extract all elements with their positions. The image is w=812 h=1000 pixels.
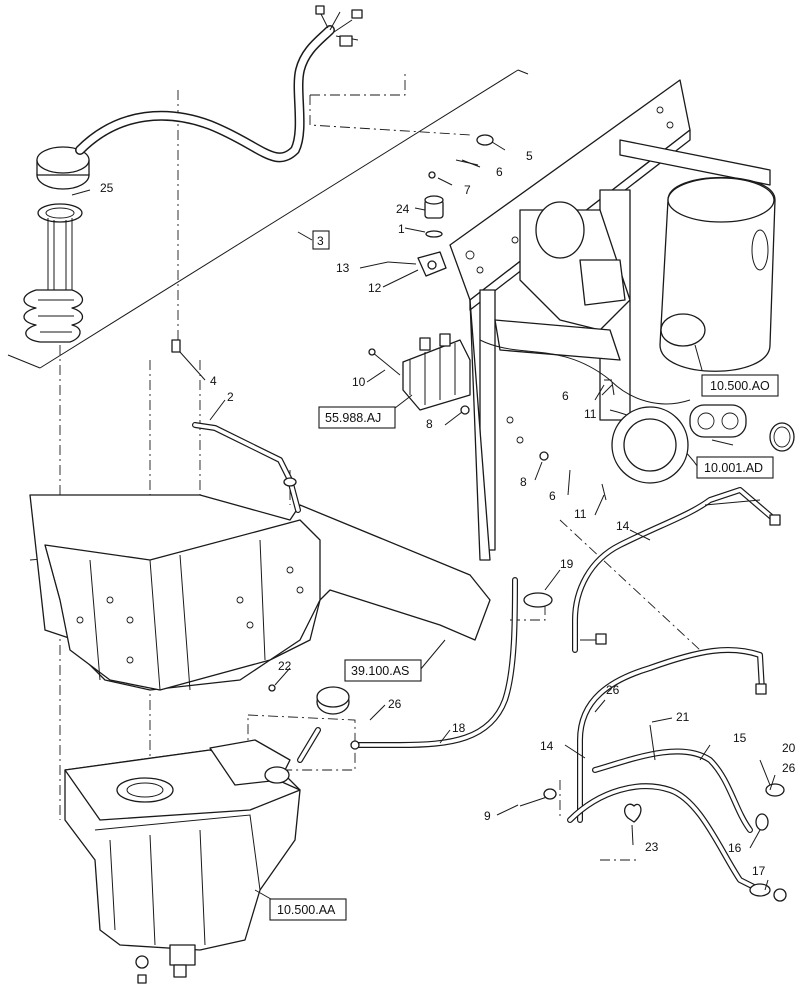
ref-10500aa: 10.500.AA xyxy=(277,903,336,917)
callout-3-box xyxy=(312,230,330,250)
ref-39100as: 39.100.AS xyxy=(351,664,409,678)
callout-15: 15 xyxy=(733,731,747,745)
fasteners xyxy=(171,134,615,692)
callout-20: 20 xyxy=(782,741,796,755)
ref-10500ao: 10.500.AO xyxy=(710,379,770,393)
gasket-set xyxy=(689,404,795,452)
fuel-tank xyxy=(64,739,301,984)
wiring-harness xyxy=(75,5,363,163)
chassis-frame xyxy=(449,79,771,561)
callout-26: 26 xyxy=(782,761,796,775)
callout-19: 19 xyxy=(560,557,574,571)
leader-lines xyxy=(71,141,776,908)
callout-17: 17 xyxy=(752,864,766,878)
fuel-line-18 xyxy=(350,577,518,750)
callout-25: 25 xyxy=(100,181,114,195)
callout-6: 6 xyxy=(549,489,556,503)
ref-box-39100as xyxy=(344,659,422,682)
callout-12: 12 xyxy=(368,281,382,295)
callout-4: 4 xyxy=(210,374,217,388)
callout-7: 7 xyxy=(464,183,471,197)
callout-23: 23 xyxy=(645,840,659,854)
callout-16: 16 xyxy=(728,841,742,855)
ref-10001ad: 10.001.AD xyxy=(704,461,763,475)
fuel-level-sender xyxy=(23,146,90,343)
ref-box-10500ao xyxy=(701,374,779,397)
callout-6: 6 xyxy=(562,389,569,403)
fuel-line-14-upper xyxy=(523,487,781,653)
callout-22: 22 xyxy=(278,659,292,673)
callout-10: 10 xyxy=(352,375,366,389)
ref-box-10001ad xyxy=(696,456,774,479)
callout-5: 5 xyxy=(526,149,533,163)
callout-26: 26 xyxy=(388,697,402,711)
callout-18: 18 xyxy=(452,721,466,735)
fuel-filler-cap xyxy=(297,686,350,763)
callout-14: 14 xyxy=(540,739,554,753)
fuel-transfer-pump xyxy=(368,333,471,411)
callout-9: 9 xyxy=(484,809,491,823)
callout-labels: 25 3 5 6 7 24 1 13 12 4 2 10 8 6 11 8 6 … xyxy=(100,149,796,878)
callout-11: 11 xyxy=(574,507,587,521)
support-rod xyxy=(192,422,301,513)
callout-6: 6 xyxy=(496,165,503,179)
ref-box-10500aa xyxy=(269,898,347,921)
callout-24: 24 xyxy=(396,202,410,216)
callout-1: 1 xyxy=(398,222,405,236)
callout-11: 11 xyxy=(584,407,597,421)
cab-support-bracket xyxy=(29,494,491,691)
frame-plane-outline xyxy=(7,69,529,369)
fuel-lines-lower xyxy=(519,646,787,902)
callout-2: 2 xyxy=(227,390,234,404)
callout-14: 14 xyxy=(616,519,630,533)
ref-box-55988aj xyxy=(318,406,396,429)
callout-3: 3 xyxy=(317,234,324,248)
callout-8: 8 xyxy=(426,417,433,431)
fuel-filter-head xyxy=(387,195,447,277)
callout-26: 26 xyxy=(606,683,620,697)
ref-55988aj: 55.988.AJ xyxy=(325,411,381,425)
reference-boxes: 10.500.AO 55.988.AJ 10.001.AD 39.100.AS … xyxy=(269,374,779,921)
callout-13: 13 xyxy=(336,261,350,275)
callout-8: 8 xyxy=(520,475,527,489)
air-filter-canister xyxy=(659,176,776,372)
callout-21: 21 xyxy=(676,710,690,724)
